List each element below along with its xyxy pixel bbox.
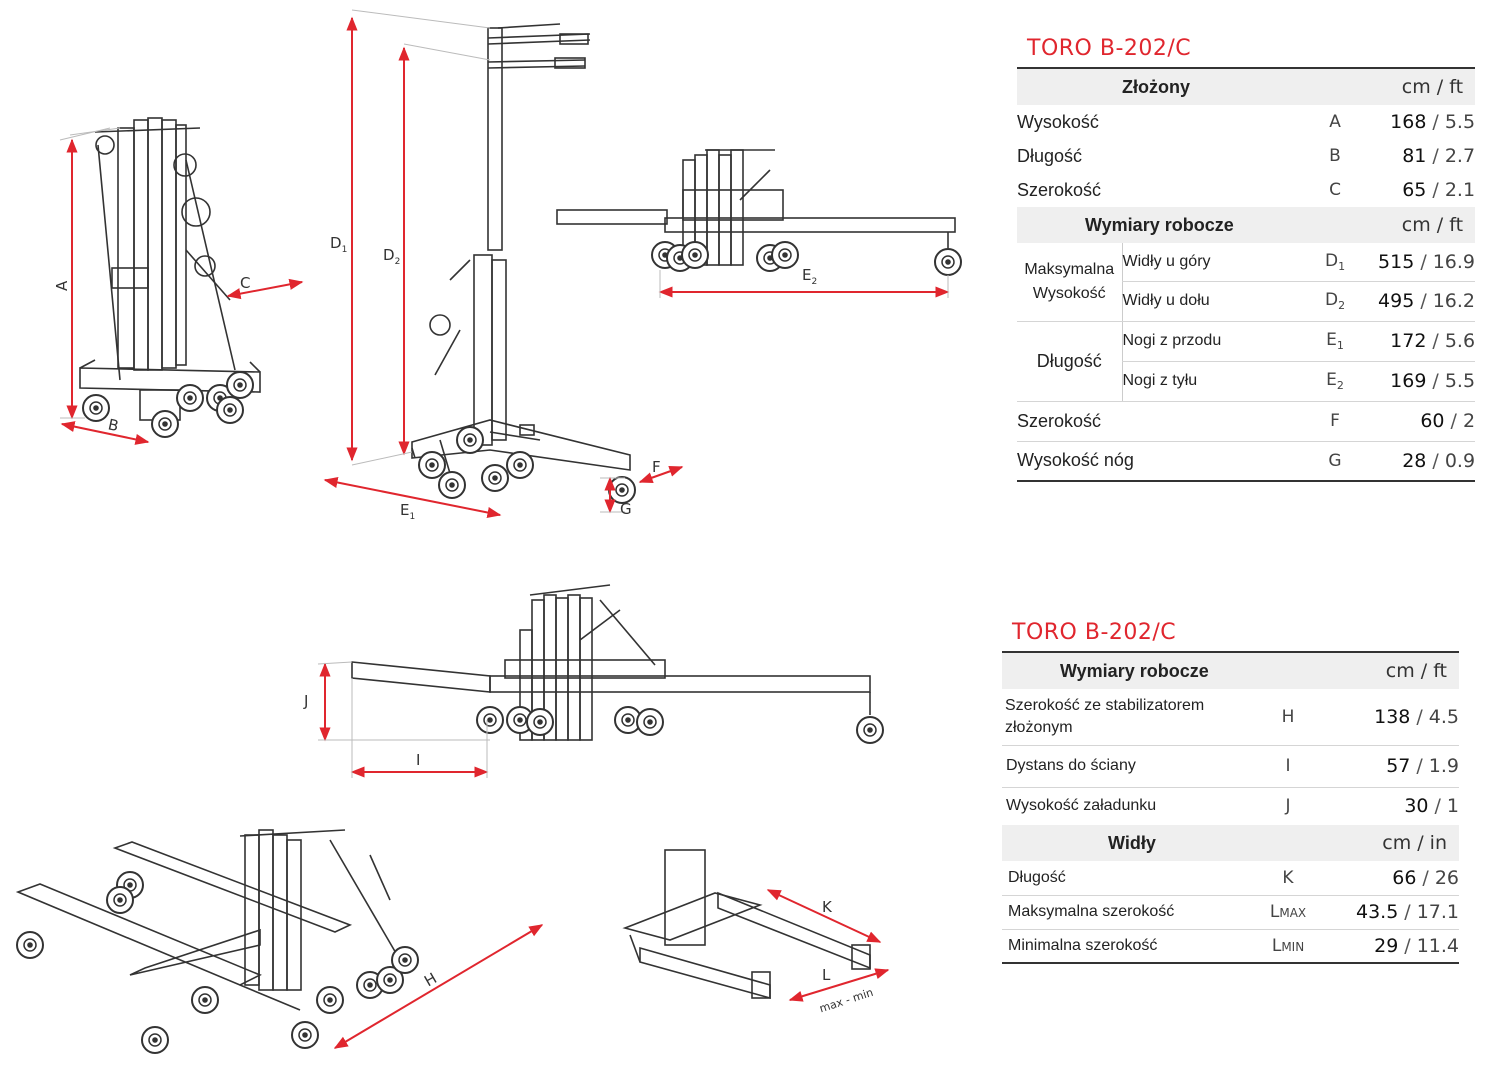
table1-working-header-row: Wymiary robocze cm / ft — [1017, 207, 1476, 243]
label-F: F — [652, 458, 661, 476]
label-I: I — [416, 751, 420, 769]
table-row: Długość K 66/26 — [1002, 861, 1460, 896]
table2: Wymiary robocze cm / ft Szerokość ze sta… — [1002, 651, 1460, 964]
table1-working-header: Wymiary robocze — [1017, 207, 1361, 243]
svg-text:D2: D2 — [383, 246, 400, 267]
svg-text:D1: D1 — [330, 234, 347, 255]
label-D2: D — [383, 246, 395, 264]
svg-text:E1: E1 — [400, 501, 415, 522]
table-row: Maksymalna Wysokość Widły u góry D1 515/… — [1017, 243, 1476, 322]
label-G: G — [620, 500, 632, 518]
table-row: Szerokość F 60/2 — [1017, 401, 1476, 442]
table-row: Dystans do ściany I 57/1.9 — [1002, 745, 1460, 788]
forks-drawing — [622, 849, 871, 1000]
dim-line-B — [60, 421, 150, 445]
label-L: L — [822, 966, 831, 984]
label-E1-sub: 1 — [409, 512, 415, 522]
table-row: Widły u dołu D2 495/16.2 — [1017, 281, 1476, 322]
label-E2-sub: 2 — [811, 277, 817, 287]
table1: Złożony cm / ft Wysokość A 168/5.5 Długo… — [1017, 67, 1476, 482]
table-row: Minimalna szerokość LMIN 29/11.4 — [1008, 934, 1460, 957]
dim-line-L — [788, 968, 890, 1002]
label-B: B — [106, 415, 120, 435]
table1-length-group: Długość — [1017, 321, 1122, 402]
technical-drawings: A B C D1 D2 E1 E2 F G H I J K L max - mi… — [15, 9, 962, 1054]
side-view-top-drawing — [556, 149, 962, 276]
dim-line-H — [333, 924, 544, 1049]
table2-working-header-row: Wymiary robocze cm / ft — [1002, 652, 1460, 689]
extended-lift-drawing — [411, 23, 636, 504]
label-D2-sub: 2 — [395, 257, 401, 267]
table-row: Szerokość C 65/2.1 — [1017, 179, 1476, 201]
table-row: Szerokość ze stabilizatorem złożonym H 1… — [1002, 689, 1460, 746]
label-E1: E — [400, 501, 409, 519]
base-perspective-drawing — [15, 829, 419, 1054]
label-D1-sub: 1 — [342, 245, 348, 255]
label-K: K — [822, 898, 833, 916]
table2-title: TORO B-202/C — [1012, 620, 1177, 645]
table1-max-height-group: Maksymalna Wysokość — [1017, 243, 1122, 322]
table-row: Maksymalna szerokość LMAX 43.5/17.1 — [1002, 895, 1460, 930]
label-J: J — [303, 692, 308, 710]
label-D1: D — [330, 234, 342, 252]
dim-line-F — [638, 465, 684, 484]
table2-working-header: Wymiary robocze — [1002, 652, 1345, 689]
table-row: Nogi z tyłu E2 169/5.5 — [1017, 361, 1476, 402]
label-C: C — [240, 274, 250, 292]
table1-unit-header: cm / ft — [1360, 68, 1476, 105]
spec-table-2: TORO B-202/C Wymiary robocze cm / ft Sze… — [1002, 620, 1460, 964]
side-view-middle-drawing — [351, 584, 884, 744]
table-row: Długość B 81/2.7 — [1017, 145, 1476, 167]
dim-line-E1 — [323, 476, 502, 519]
table-row: Długość Nogi z przodu E1 172/5.6 — [1017, 321, 1476, 402]
dim-line-K — [766, 889, 882, 943]
label-E2: E — [802, 266, 811, 284]
table-row: Wysokość nóg G 28/0.9 — [1017, 449, 1476, 472]
table1-title: TORO B-202/C — [1027, 36, 1192, 61]
spec-table-1: TORO B-202/C Złożony cm / ft Wysokość A … — [1017, 36, 1476, 482]
table-row: Wysokość załadunku J 30/1 — [1006, 795, 1460, 818]
dim-line-C — [226, 278, 304, 300]
table-row: Wysokość A 168/5.5 — [1017, 111, 1476, 133]
table2-forks-header: Widły — [1002, 825, 1345, 861]
table2-forks-header-row: Widły cm / in — [1002, 825, 1460, 861]
table1-folded-header: Złożony — [1017, 68, 1361, 105]
label-L-note: max - min — [818, 986, 875, 1016]
table2-forks-unit-header: cm / in — [1344, 825, 1460, 861]
label-A: A — [53, 280, 71, 291]
table2-unit-header: cm / ft — [1344, 652, 1460, 689]
svg-text:E2: E2 — [802, 266, 817, 287]
folded-lift-drawing — [69, 117, 261, 438]
table1-folded-header-row: Złożony cm / ft — [1017, 68, 1476, 105]
